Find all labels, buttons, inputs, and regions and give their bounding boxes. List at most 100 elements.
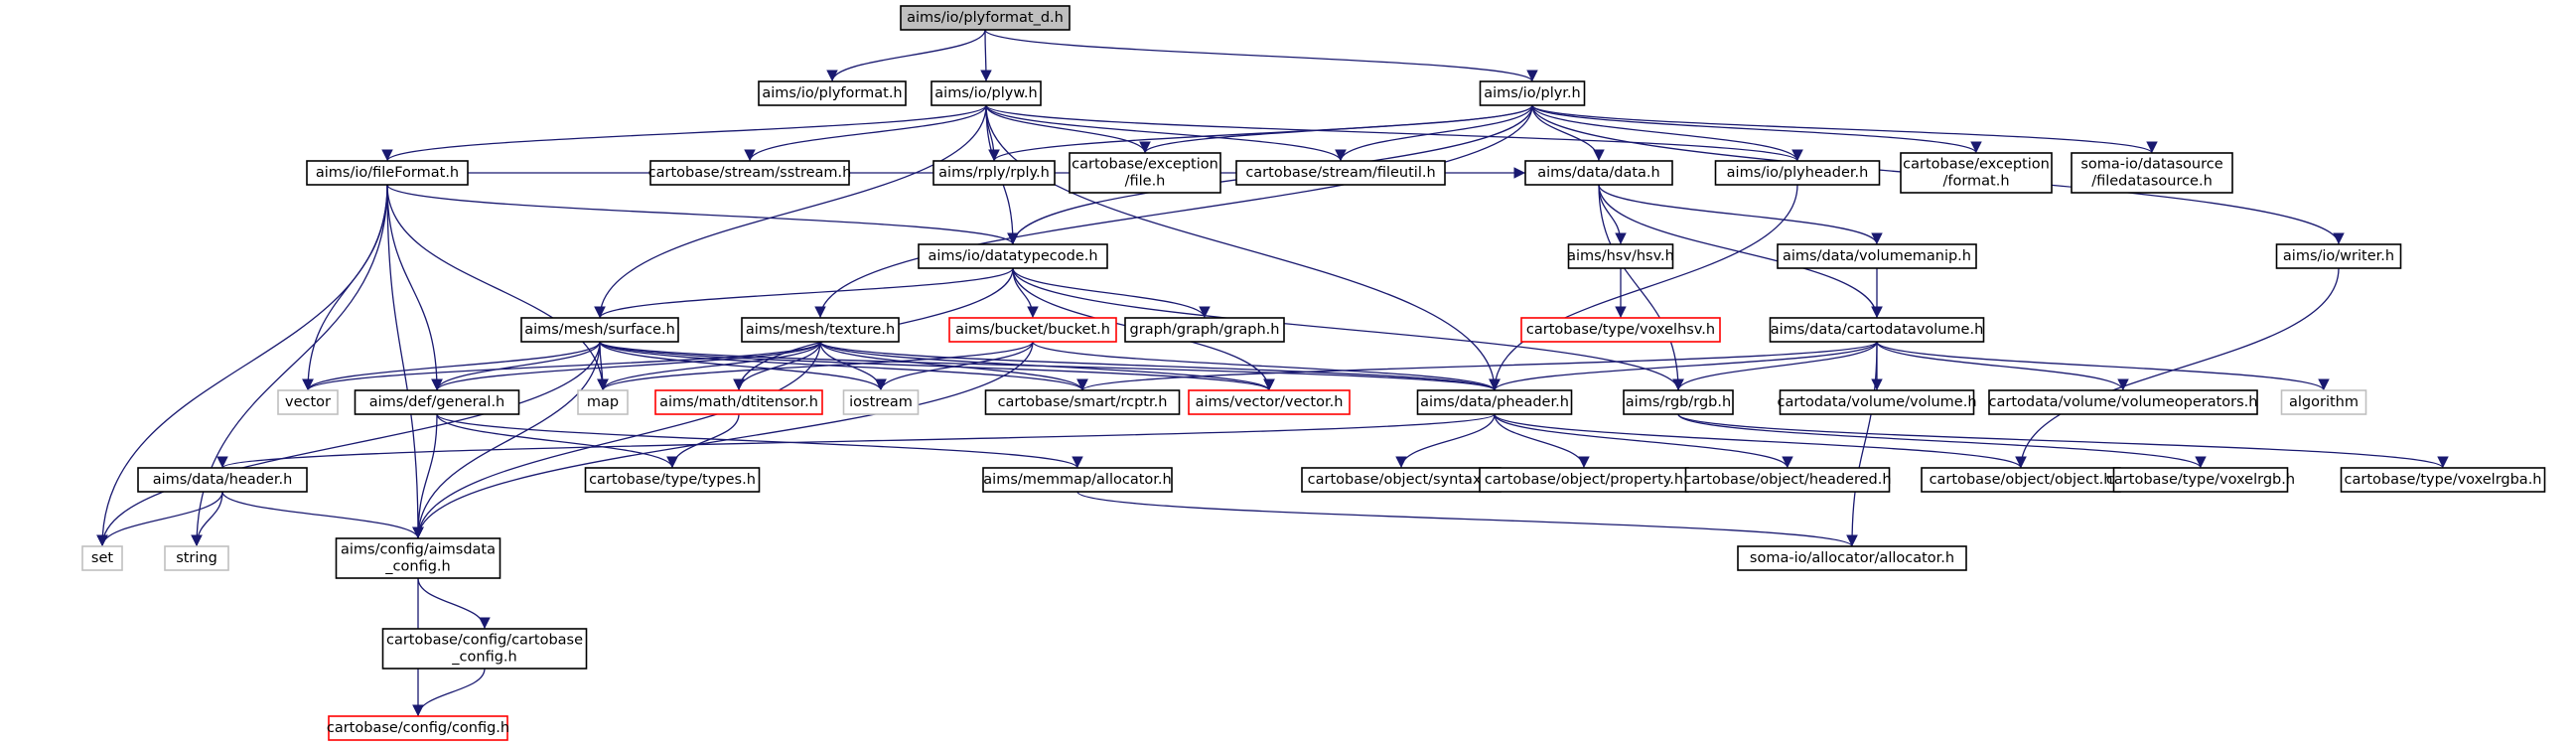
- node-string[interactable]: string: [164, 545, 229, 571]
- edge-plyheader-to-pheader: [1489, 184, 1798, 391]
- node-bucket[interactable]: aims/bucket/bucket.h: [948, 317, 1117, 343]
- node-pheader[interactable]: aims/data/pheader.h: [1416, 389, 1573, 415]
- node-sstream[interactable]: cartobase/stream/sstream.h: [648, 160, 852, 186]
- edge-fileformat-to-set: [96, 184, 388, 547]
- node-box: [930, 80, 1042, 106]
- edge-dataheader-to-string: [191, 491, 223, 547]
- node-vectorh[interactable]: aims/vector/vector.h: [1188, 389, 1351, 415]
- node-box: [577, 389, 629, 415]
- edge-pheader-to-dataheader: [216, 413, 1496, 469]
- node-rply[interactable]: aims/rply/rply.h: [932, 160, 1056, 186]
- node-set[interactable]: set: [81, 545, 123, 571]
- node-map[interactable]: map: [577, 389, 629, 415]
- node-dtitensor[interactable]: aims/math/dtitensor.h: [654, 389, 823, 415]
- node-box: [1777, 243, 1977, 269]
- node-root[interactable]: aims/io/plyformat_d.h: [900, 5, 1071, 31]
- node-hsv[interactable]: aims/hsv/hsv.h: [1567, 243, 1674, 269]
- edge-surface-to-map: [597, 341, 609, 391]
- node-label: vector: [285, 394, 331, 410]
- node-box: [900, 5, 1071, 31]
- node-box: [335, 537, 501, 579]
- node-plyheader[interactable]: aims/io/plyheader.h: [1714, 160, 1881, 186]
- node-label: aims/math/dtitensor.h: [659, 394, 818, 410]
- node-label: aims/hsv/hsv.h: [1567, 248, 1674, 264]
- edge-surface-to-set: [96, 341, 601, 547]
- node-syntax[interactable]: cartobase/object/syntax.h: [1301, 467, 1502, 493]
- node-config[interactable]: cartobase/config/config.h: [327, 715, 509, 741]
- node-plyw[interactable]: aims/io/plyw.h: [930, 80, 1042, 106]
- node-algorithm[interactable]: algorithm: [2280, 389, 2367, 415]
- node-vector[interactable]: vector: [277, 389, 339, 415]
- node-label: aims/data/pheader.h: [1420, 394, 1569, 410]
- node-box: [649, 160, 850, 186]
- node-label: aims/data/data.h: [1537, 165, 1659, 181]
- edge-surface-to-iostream: [599, 341, 887, 391]
- node-types[interactable]: cartobase/type/types.h: [584, 467, 761, 493]
- node-volumeops[interactable]: cartodata/volume/volumeoperators.h: [1988, 389, 2258, 415]
- edge-plyr-to-fileutil: [1335, 104, 1533, 162]
- node-box: [354, 389, 520, 415]
- node-datatypecode[interactable]: aims/io/datatypecode.h: [918, 243, 1108, 269]
- node-filedatasource[interactable]: soma-io/datasource/filedatasource.h: [2071, 152, 2233, 194]
- edge-plyr-to-excfile: [1139, 104, 1533, 154]
- edge-texture-to-dtitensor: [733, 341, 821, 391]
- node-box: [1623, 389, 1734, 415]
- node-box: [1714, 160, 1881, 186]
- node-label: aims/rply/rply.h: [938, 165, 1050, 181]
- node-rgb[interactable]: aims/rgb/rgb.h: [1623, 389, 1734, 415]
- node-label: aims/def/general.h: [369, 394, 505, 410]
- edge-dataheader-to-aimsdataconfig: [221, 491, 424, 539]
- edge-fileformat-to-map: [386, 184, 609, 391]
- node-somaallocator[interactable]: soma-io/allocator/allocator.h: [1737, 545, 1967, 571]
- node-box: [1900, 152, 2053, 194]
- node-voxelrgba[interactable]: cartobase/type/voxelrgba.h: [2340, 467, 2546, 493]
- node-fileutil[interactable]: cartobase/stream/fileutil.h: [1235, 160, 1446, 186]
- node-cartobaseconfig[interactable]: cartobase/config/cartobase_config.h: [381, 628, 588, 670]
- node-voxelrgb[interactable]: cartobase/type/voxelrgb.h: [2106, 467, 2295, 493]
- node-volumemanip[interactable]: aims/data/volumemanip.h: [1777, 243, 1977, 269]
- node-object[interactable]: cartobase/object/object.h: [1921, 467, 2121, 493]
- edge-surface-to-rcptr: [599, 341, 1088, 391]
- node-box: [277, 389, 339, 415]
- node-graph[interactable]: graph/graph/graph.h: [1124, 317, 1285, 343]
- edge-plyw-to-fileutil: [985, 104, 1347, 162]
- node-volume[interactable]: cartodata/volume/volume.h: [1777, 389, 1977, 415]
- edge-texture-to-map: [597, 341, 821, 391]
- node-label: aims/io/plyheader.h: [1727, 165, 1869, 181]
- node-headered[interactable]: cartobase/object/headered.h: [1683, 467, 1892, 493]
- node-plyr[interactable]: aims/io/plyr.h: [1479, 80, 1586, 106]
- node-iostream[interactable]: iostream: [842, 389, 920, 415]
- edge-fileformat-to-datatypecode: [386, 184, 1019, 245]
- node-label: aims/io/datatypecode.h: [928, 248, 1097, 264]
- node-box: [164, 545, 229, 571]
- node-surface[interactable]: aims/mesh/surface.h: [520, 317, 679, 343]
- node-writer[interactable]: aims/io/writer.h: [2275, 243, 2402, 269]
- node-rcptr[interactable]: cartobase/smart/rcptr.h: [984, 389, 1181, 415]
- node-dataheader[interactable]: aims/data/header.h: [137, 467, 308, 493]
- node-voxelhsv[interactable]: cartobase/type/voxelhsv.h: [1520, 317, 1721, 343]
- node-label: cartobase/object/headered.h: [1683, 472, 1891, 488]
- node-box: [1567, 243, 1674, 269]
- node-aimsdataconfig[interactable]: aims/config/aimsdata_config.h: [335, 537, 501, 579]
- node-fileformat[interactable]: aims/io/fileFormat.h: [306, 160, 469, 186]
- node-texture[interactable]: aims/mesh/texture.h: [741, 317, 900, 343]
- edge-datah-to-cartodatavolume: [1598, 184, 1883, 319]
- node-plyformat[interactable]: aims/io/plyformat.h: [758, 80, 907, 106]
- node-label: cartobase/config/config.h: [327, 720, 509, 736]
- node-label: cartodata/volume/volumeoperators.h: [1989, 394, 2258, 410]
- node-box: [654, 389, 823, 415]
- node-cartodatavolume[interactable]: aims/data/cartodatavolume.h: [1769, 317, 1985, 343]
- node-datah[interactable]: aims/data/data.h: [1524, 160, 1673, 186]
- edge-plyr-to-datah: [1531, 104, 1605, 162]
- node-label: aims/vector/vector.h: [1196, 394, 1344, 410]
- node-general[interactable]: aims/def/general.h: [354, 389, 520, 415]
- node-box: [81, 545, 123, 571]
- node-allocator[interactable]: aims/memmap/allocator.h: [982, 467, 1173, 493]
- node-property[interactable]: cartobase/object/property.h: [1479, 467, 1689, 493]
- node-excfile[interactable]: cartobase/exception/file.h: [1069, 152, 1221, 194]
- edge-surface-to-general: [431, 341, 601, 391]
- edge-plyr-to-excformat: [1531, 104, 1982, 154]
- edge-root-to-plyw: [980, 29, 992, 82]
- node-label: aims/io/plyformat_d.h: [907, 10, 1064, 26]
- node-excformat[interactable]: cartobase/exception/format.h: [1900, 152, 2053, 194]
